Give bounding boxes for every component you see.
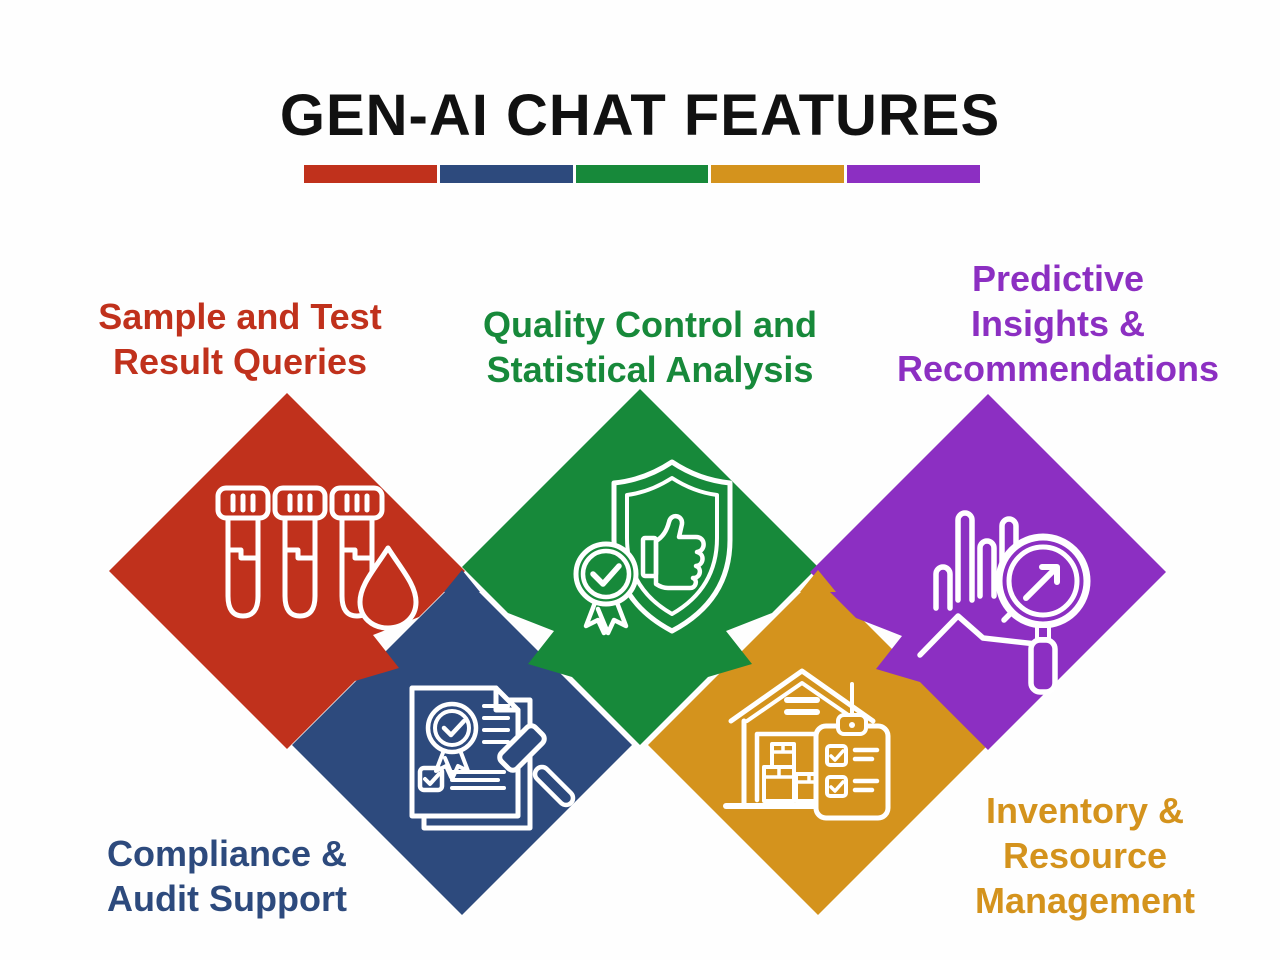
label-line: Recommendations xyxy=(896,348,1220,389)
test-tubes-icon xyxy=(215,485,419,631)
label-line: Result Queries xyxy=(112,341,368,382)
label-line: Inventory & xyxy=(985,790,1185,831)
gavel-icon xyxy=(497,723,576,808)
ribbon-icon xyxy=(595,597,629,636)
diamond-quality-control xyxy=(462,389,818,745)
label-line: Compliance & xyxy=(106,833,348,874)
title-divider xyxy=(304,165,980,183)
label-line: Statistical Analysis xyxy=(486,349,814,390)
clipboard-icon xyxy=(813,713,891,821)
certificate-gavel-icon xyxy=(409,685,576,831)
label-quality-control: Quality Control and Statistical Analysis xyxy=(450,302,850,392)
label-inventory: Inventory & Resource Management xyxy=(885,788,1280,923)
divider-segment xyxy=(711,165,845,183)
diamond-compliance-peak xyxy=(444,570,480,592)
diamond-predictive xyxy=(810,394,1166,750)
label-line: Sample and Test xyxy=(98,296,382,337)
divider-segment xyxy=(847,165,980,183)
label-sample-queries: Sample and Test Result Queries xyxy=(40,294,440,384)
label-compliance: Compliance & Audit Support xyxy=(27,831,427,921)
page-title: GEN-AI CHAT FEATURES xyxy=(279,83,1001,148)
label-line: Management xyxy=(974,880,1196,921)
label-line: Insights & xyxy=(970,303,1145,344)
label-line: Resource xyxy=(1002,835,1168,876)
label-predictive: Predictive Insights & Recommendations xyxy=(858,256,1258,391)
quality-shield-icon xyxy=(573,459,733,636)
label-line: Quality Control and xyxy=(482,304,817,345)
diamond-inventory-peak xyxy=(800,570,836,592)
label-line: Predictive xyxy=(971,258,1145,299)
divider-segment xyxy=(575,165,709,183)
ribbon-icon xyxy=(443,748,470,779)
divider-segment xyxy=(304,165,437,183)
analytics-magnifier-icon xyxy=(917,510,1091,695)
warehouse-clipboard-icon xyxy=(723,668,891,821)
label-line: Audit Support xyxy=(107,878,347,919)
divider-segment xyxy=(439,165,573,183)
blood-drop-icon xyxy=(357,545,419,631)
